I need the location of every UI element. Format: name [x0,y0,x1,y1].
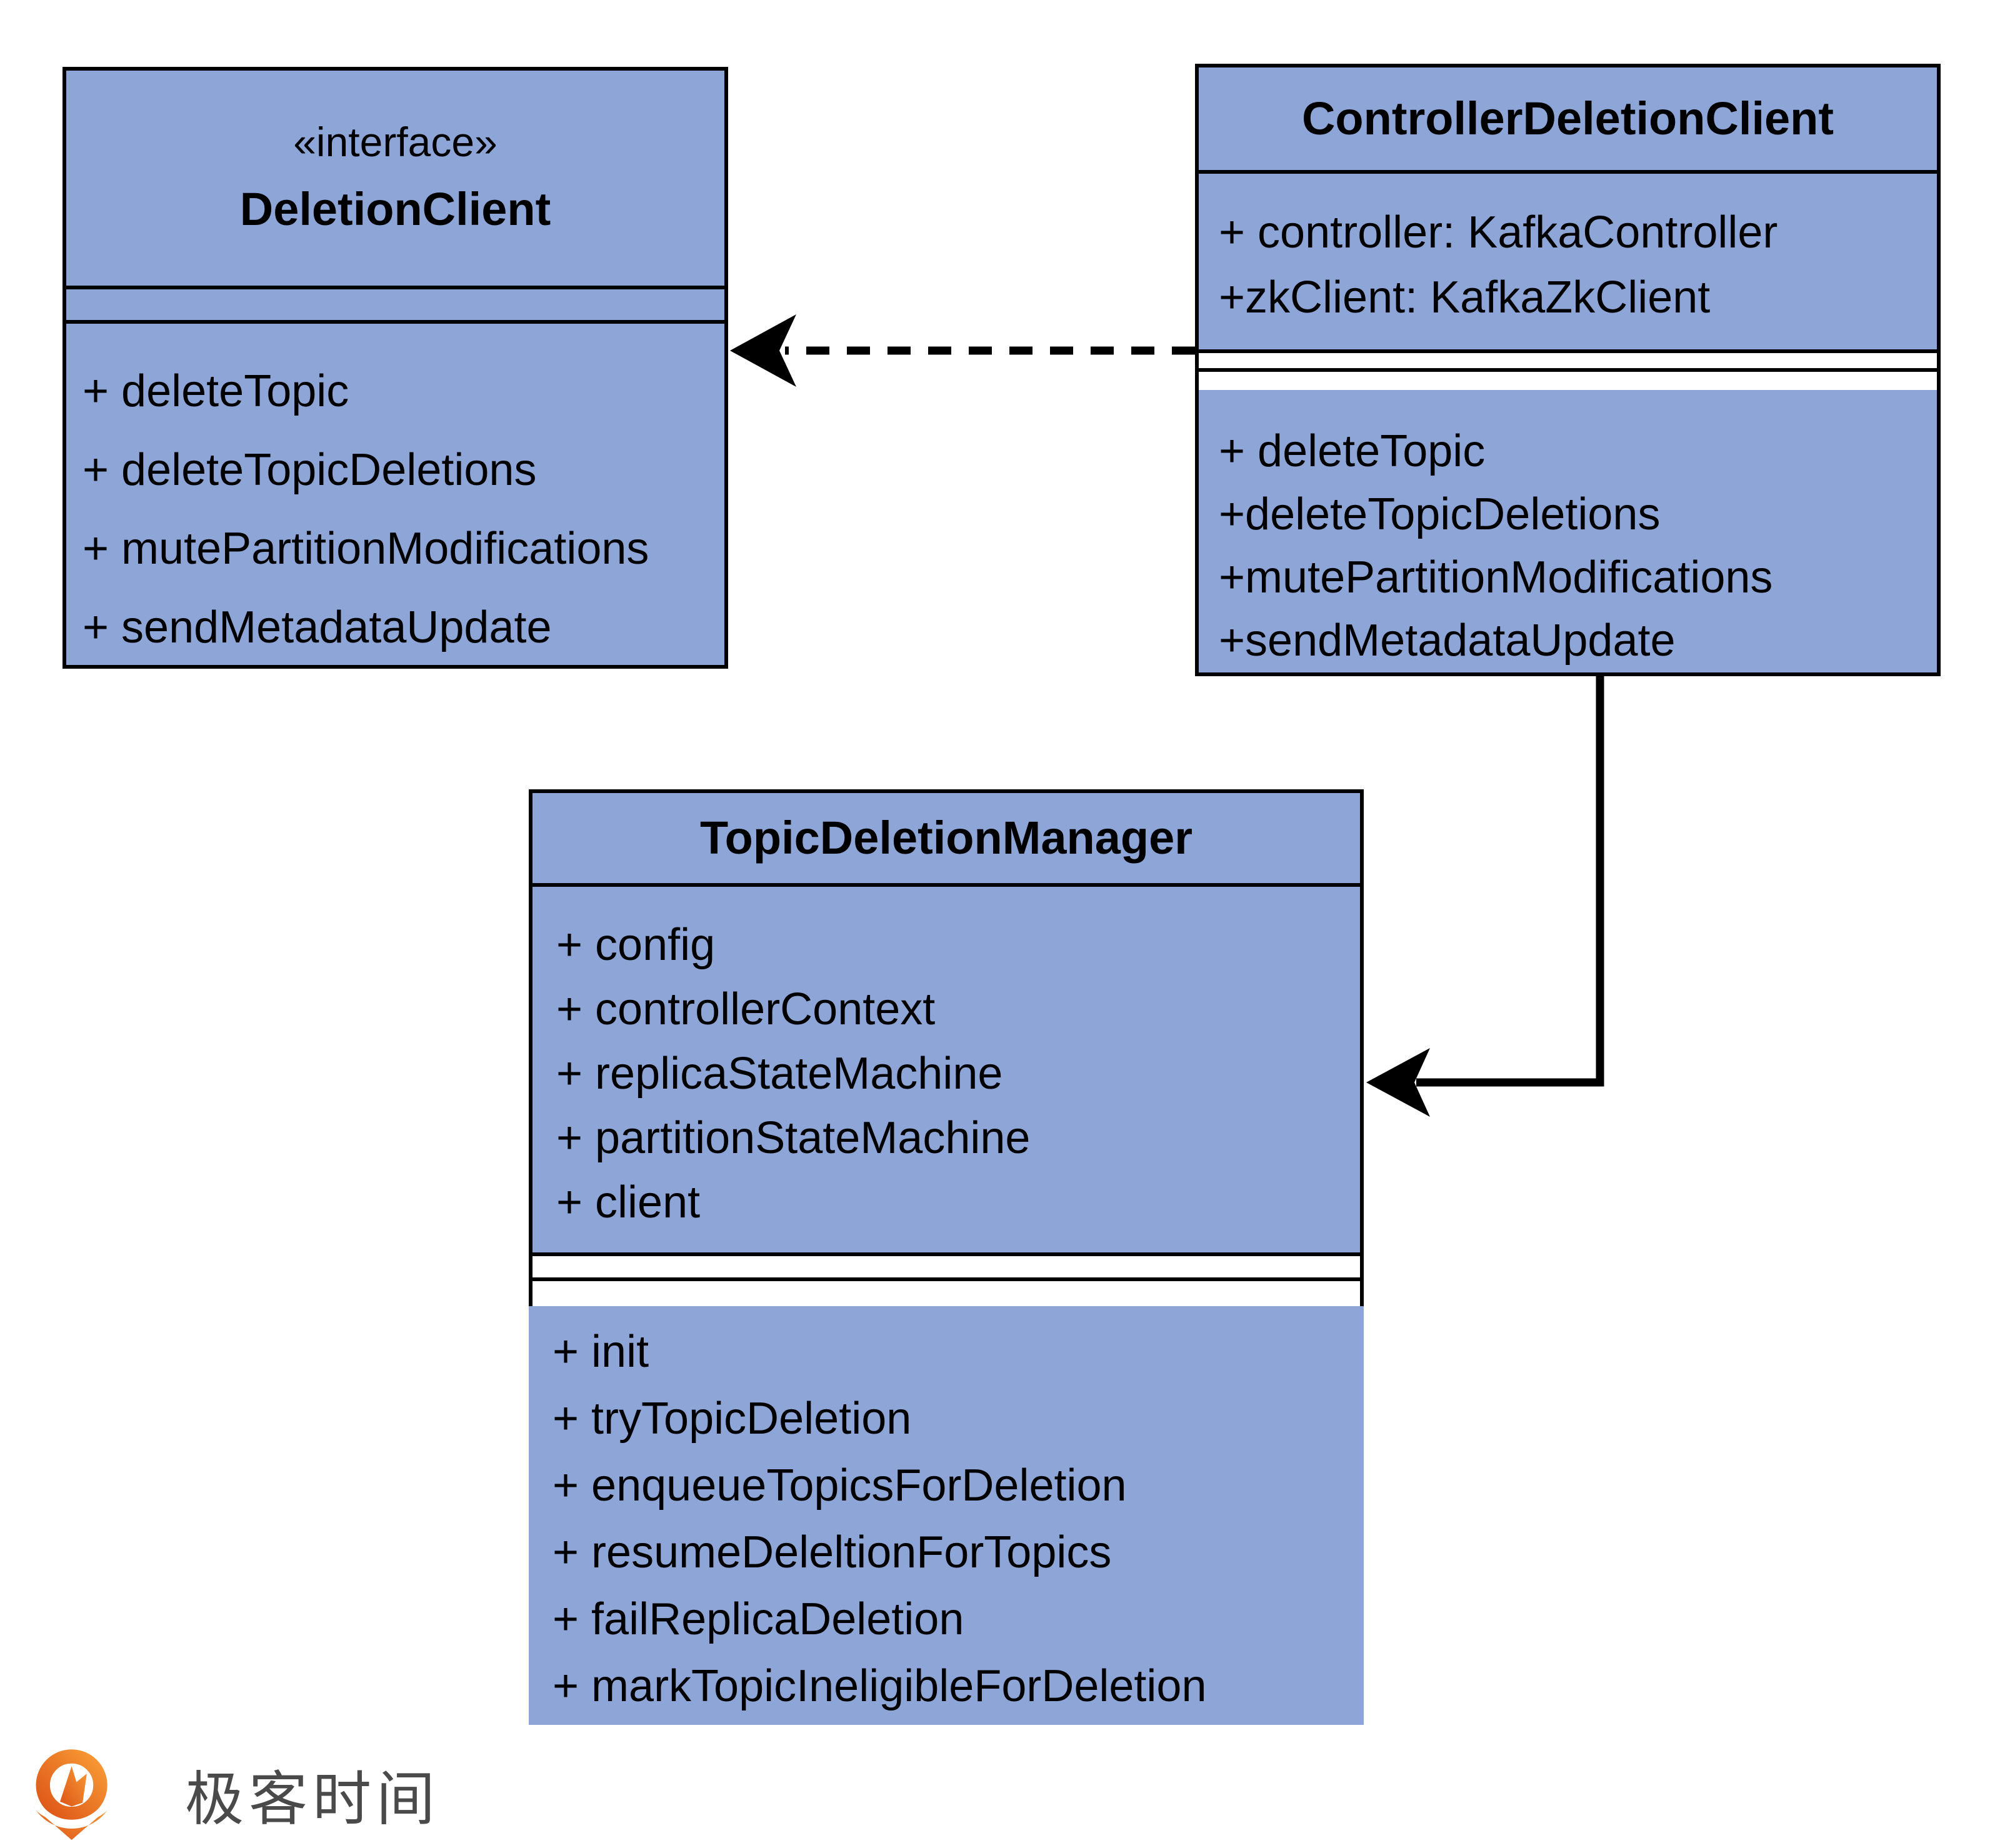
attribute-row: + replicaStateMachine [556,1049,1003,1099]
attributes-compartment: + config + controllerContext + replicaSt… [529,887,1364,1256]
separator-line [1199,368,1937,372]
logo-text: 极客时间 [185,1766,441,1832]
class-name-deletionclient: DeletionClient [239,182,551,235]
solid-association-arrow [1366,672,1604,1117]
class-name-topicdeletionmanager: TopicDeletionManager [699,812,1193,864]
class-box-deletionclient: «interface» DeletionClient + deleteTopic… [62,67,728,669]
geektime-logo: 极客时间 [11,1745,440,1844]
attributes-compartment-empty [66,289,724,324]
method-row: + deleteTopic [82,366,349,417]
method-row: + enqueueTopicsForDeletion [552,1461,1127,1511]
arrowhead-left-icon [1366,1048,1430,1117]
separator-line [532,1277,1360,1281]
attribute-row: + controllerContext [556,984,936,1034]
arrowhead-left-icon [730,314,796,387]
method-row: + resumeDeleltionForTopics [552,1527,1112,1577]
method-row: +deleteTopicDeletions [1219,489,1661,539]
class-box-topicdeletionmanager: TopicDeletionManager + config + controll… [529,789,1364,1725]
attribute-row: + config [556,920,716,970]
method-row: + sendMetadataUpdate [82,602,552,653]
method-row: + init [552,1327,649,1377]
methods-compartment: + deleteTopic +deleteTopicDeletions +mut… [1199,390,1937,672]
compartment-separator-band [529,1256,1364,1306]
dashed-realization-arrow [730,314,1195,387]
method-row: + mutePartitionModifications [82,524,649,574]
class-title-compartment: ControllerDeletionClient [1199,67,1937,174]
method-row: + markTopicIneligibleForDeletion [552,1661,1207,1711]
attribute-row: + partitionStateMachine [556,1113,1031,1163]
stereotype-label: «interface» [293,118,498,165]
method-row: +sendMetadataUpdate [1219,616,1676,666]
class-title-compartment: «interface» DeletionClient [66,71,724,289]
geektime-pin-icon [34,1749,110,1841]
compartment-separator-band [1199,353,1937,390]
methods-compartment: + deleteTopic + deleteTopicDeletions + m… [66,324,724,665]
attributes-compartment: + controller: KafkaController +zkClient:… [1199,174,1937,353]
method-row: + tryTopicDeletion [552,1394,912,1444]
class-box-controllerdeletionclient: ControllerDeletionClient + controller: K… [1195,64,1941,676]
class-title-compartment: TopicDeletionManager [529,789,1364,887]
attribute-row: +zkClient: KafkaZkClient [1219,272,1711,322]
attribute-row: + controller: KafkaController [1219,207,1778,257]
methods-compartment: + init + tryTopicDeletion + enqueueTopic… [529,1306,1364,1725]
class-name-controllerdeletionclient: ControllerDeletionClient [1301,92,1834,144]
method-row: + failReplicaDeletion [552,1594,964,1644]
method-row: +mutePartitionModifications [1219,552,1773,602]
method-row: + deleteTopicDeletions [82,445,537,496]
method-row: + deleteTopic [1219,426,1486,476]
attribute-row: + client [556,1177,701,1227]
